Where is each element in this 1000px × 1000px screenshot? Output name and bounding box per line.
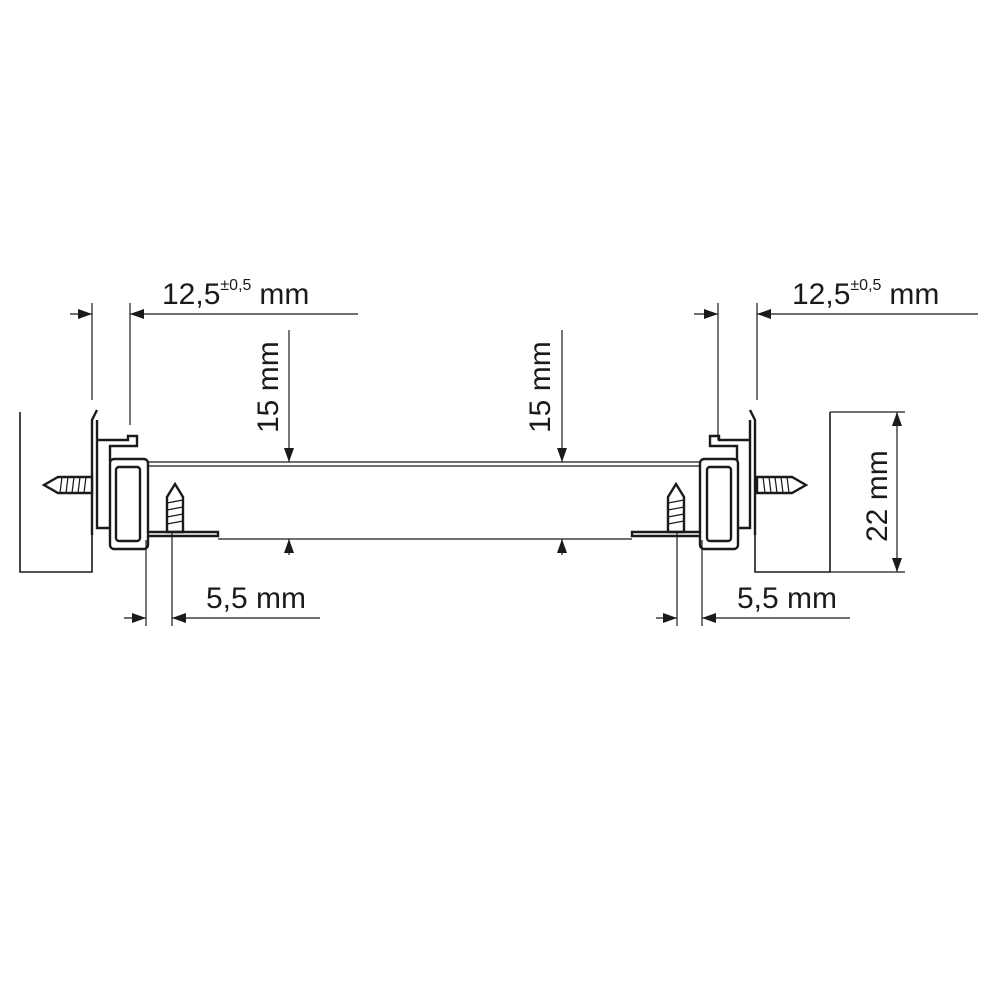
- dim-height-right-label: 22 mm: [861, 450, 894, 542]
- dim-bottom-left: 5,5 mm: [124, 532, 320, 626]
- right-flange: [630, 530, 700, 538]
- svg-text:12,5±0,5mm: 12,5±0,5 mm: [162, 277, 309, 311]
- dim-vertical-center: 15 mm: [524, 330, 567, 555]
- dim-vertical-left-label: 15 mm: [252, 341, 285, 433]
- dim-top-left: 12,5±0,5 mm: [70, 277, 358, 425]
- dim-bottom-left-label: 5,5 mm: [206, 582, 306, 615]
- dim-vertical-left: 15 mm: [252, 330, 294, 555]
- dim-top-right-tolerance: ±0,5: [850, 277, 881, 294]
- left-wall: [19, 412, 93, 573]
- dim-bottom-right-label: 5,5 mm: [737, 582, 837, 615]
- dim-vertical-center-label: 15 mm: [524, 341, 557, 433]
- panel-board: [148, 461, 710, 540]
- left-clip-block: [108, 457, 150, 551]
- right-panel-screw-icon: [666, 481, 686, 534]
- right-clip-block: [698, 457, 740, 551]
- left-flange: [148, 530, 220, 538]
- right-frame-profile: [708, 409, 757, 535]
- dim-top-right: 12,5±0,5 mm: [694, 277, 978, 440]
- left-wall-screw-icon: [41, 475, 94, 495]
- right-wall: [754, 412, 831, 573]
- left-frame-profile: [90, 409, 139, 535]
- svg-text:12,5±0,5mm: 12,5±0,5 mm: [792, 277, 939, 311]
- left-panel-screw-icon: [165, 481, 185, 534]
- dim-top-left-unit: mm: [259, 278, 309, 311]
- dim-top-left-value: 12,5: [162, 278, 220, 311]
- dim-top-left-tolerance: ±0,5: [220, 277, 251, 294]
- dim-bottom-right: 5,5 mm: [656, 532, 850, 626]
- right-wall-screw-icon: [755, 475, 809, 495]
- dim-height-right: 22 mm: [830, 411, 905, 573]
- dim-top-right-unit: mm: [889, 278, 939, 311]
- dim-top-right-value: 12,5: [792, 278, 850, 311]
